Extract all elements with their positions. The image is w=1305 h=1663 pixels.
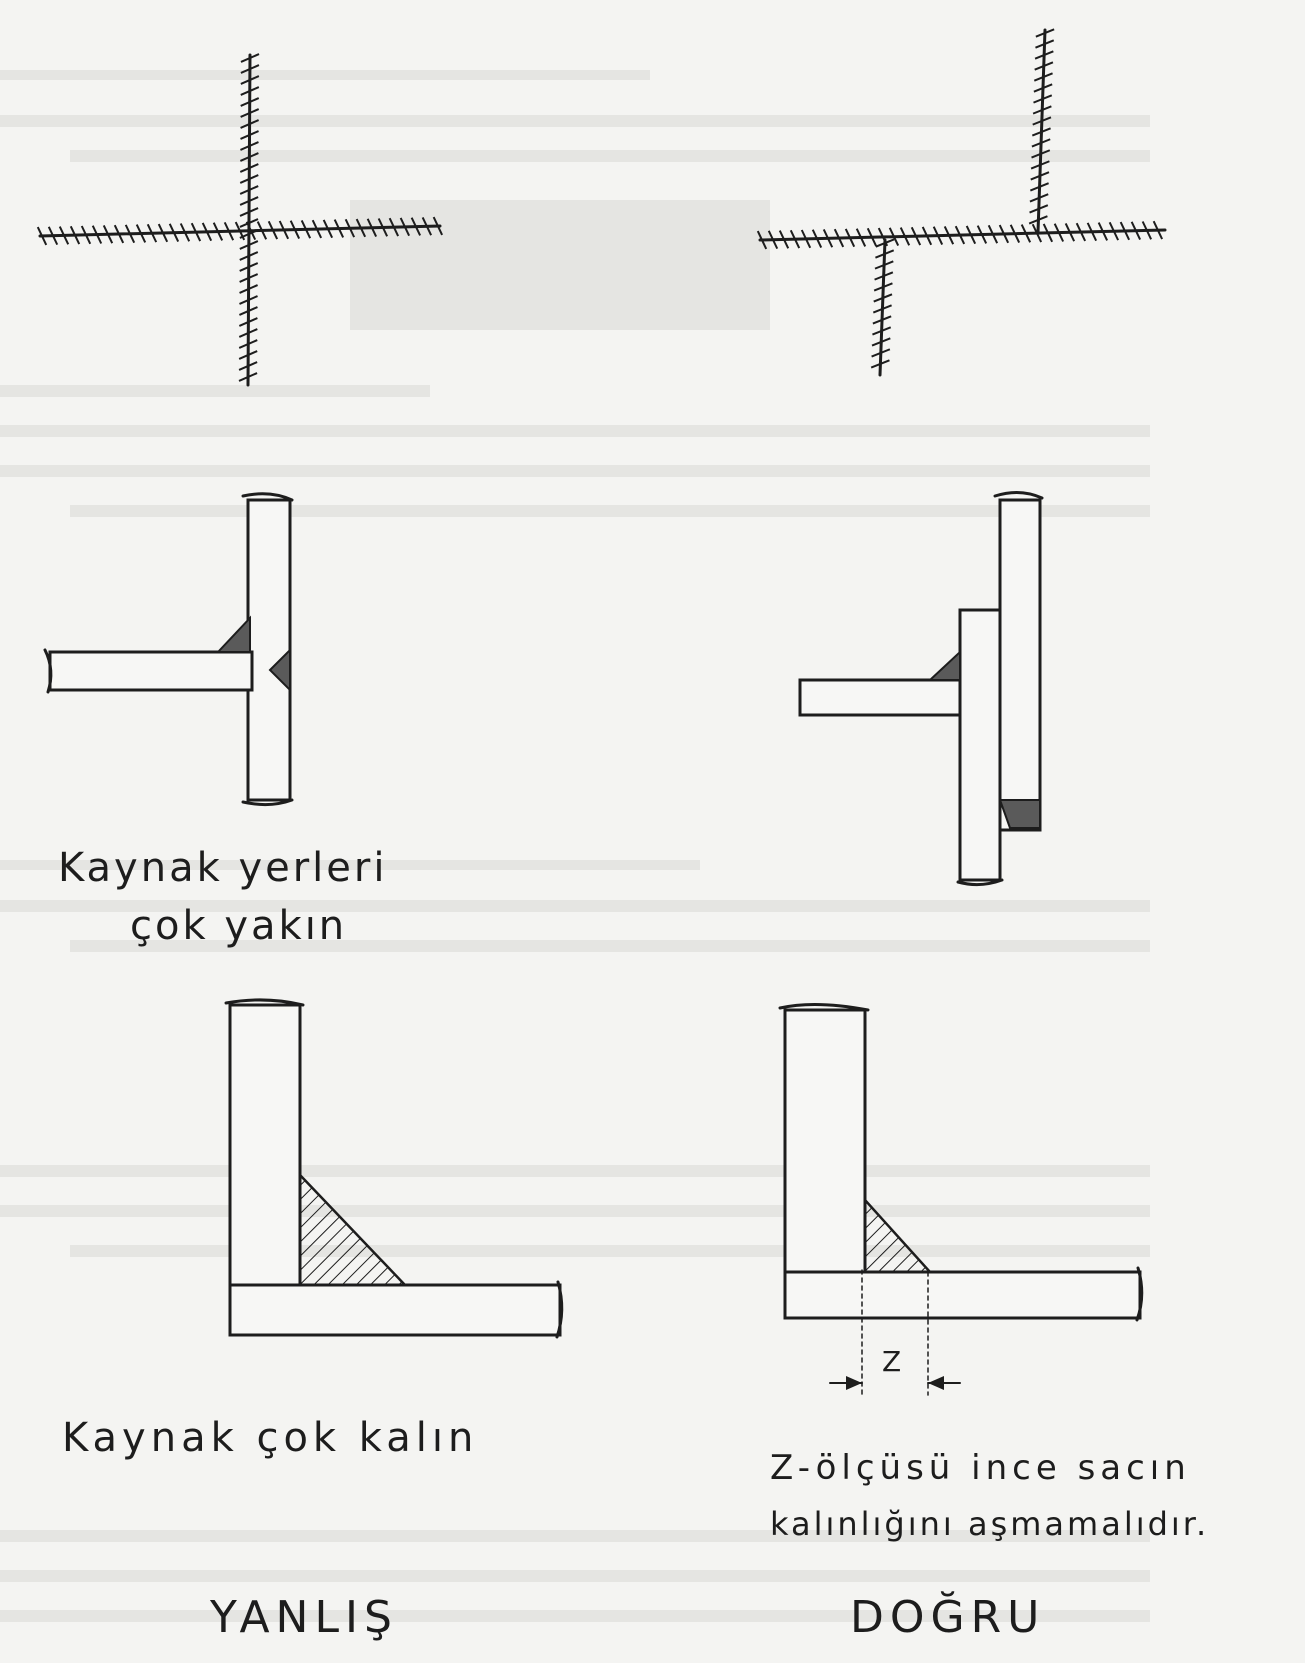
verdict-wrong: YANLIŞ (210, 1592, 398, 1643)
z-arrow-right-icon (928, 1376, 944, 1390)
staggered-joint-weld-lines (756, 28, 1167, 377)
z-dimension (829, 1269, 961, 1396)
caption-welds-too-close-line2: çok yakın (130, 903, 348, 949)
caption-z-rule-line1: Z-ölçüsü ince sacın (770, 1448, 1191, 1488)
show-through-text (0, 70, 1150, 1622)
corner-joint-correct-weld (778, 1002, 1144, 1322)
caption-z-rule-line2: kalınlığını aşmamalıdır. (770, 1505, 1210, 1543)
cross-joint-weld-lines (36, 53, 444, 387)
verdict-correct: DOĞRU (850, 1592, 1046, 1643)
caption-weld-too-thick: Kaynak çok kalın (62, 1415, 479, 1461)
corner-joint-thick-weld (224, 998, 564, 1339)
offset-plate-joint (798, 491, 1044, 887)
tjoint-welds-too-close (43, 492, 294, 807)
z-dimension-label: Z (882, 1345, 902, 1378)
caption-welds-too-close-line1: Kaynak yerleri (58, 845, 388, 891)
z-arrow-left-icon (846, 1376, 862, 1390)
